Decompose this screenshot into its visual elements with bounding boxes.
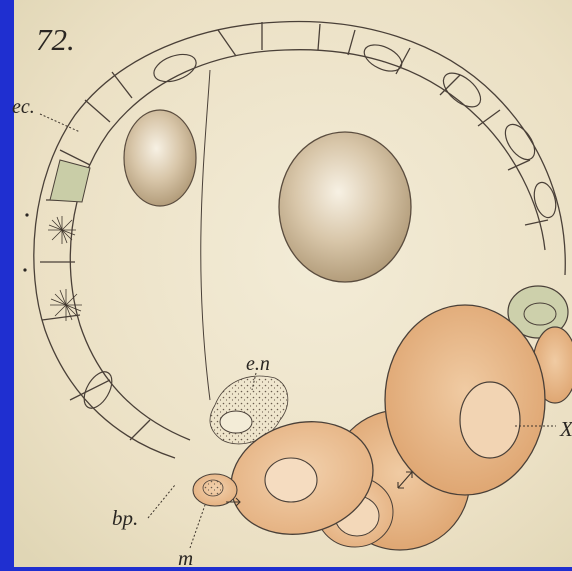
- yolk-sphere-large: [279, 132, 411, 282]
- figure-number: 72.: [36, 22, 75, 58]
- label-en: e.n: [246, 353, 270, 376]
- dot-marker: [23, 268, 26, 271]
- label-ec: ec.: [12, 96, 35, 119]
- orange-cell-large-nucleus: [460, 382, 520, 458]
- label-bp: bp.: [112, 506, 138, 531]
- label-x: X: [560, 417, 572, 442]
- orange-cell-left-nucleus: [265, 458, 317, 502]
- endoderm-nucleus: [220, 411, 252, 433]
- yolk-sphere-small: [124, 110, 196, 206]
- small-cell-m-nucleus: [203, 480, 223, 496]
- label-m: m: [178, 546, 193, 571]
- dot-marker: [25, 213, 28, 216]
